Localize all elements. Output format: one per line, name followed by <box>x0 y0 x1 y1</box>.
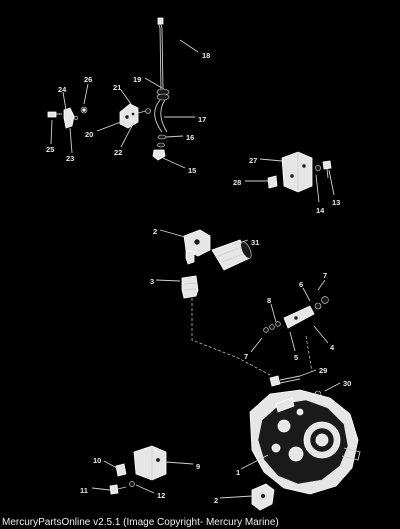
callout-label-c16: 16 <box>186 133 194 142</box>
footer-copyright: MercuryPartsOnline v2.5.1 (Image Copyrig… <box>2 517 279 528</box>
leader-line-c18 <box>179 39 199 53</box>
callout-label-c28: 28 <box>233 178 241 187</box>
elbow-valve-assembly <box>181 229 252 299</box>
bottom-elbow-fitting <box>251 483 275 511</box>
leader-line-c3 <box>155 279 181 282</box>
leader-line-c25 <box>50 119 53 145</box>
callout-label-c12: 12 <box>157 491 165 500</box>
leader-line-c16 <box>165 135 184 138</box>
leader-line-c20 <box>96 121 122 132</box>
callout-label-c25: 25 <box>46 145 54 154</box>
callout-label-c6: 6 <box>299 280 303 289</box>
callout-label-c2a: 2 <box>153 227 157 236</box>
callout-label-c31: 31 <box>251 238 259 247</box>
callout-label-c26: 26 <box>84 75 92 84</box>
leader-line-c2a <box>159 229 186 238</box>
leader-line-c10 <box>103 460 118 469</box>
leader-line-c14 <box>315 174 320 203</box>
callout-label-c29: 29 <box>319 366 327 375</box>
leader-line-c19 <box>144 77 163 89</box>
callout-label-c15: 15 <box>188 166 196 175</box>
leader-line-c27 <box>259 158 283 162</box>
callout-label-c21: 21 <box>113 83 121 92</box>
bottom-bracket-assembly <box>109 445 167 495</box>
callout-label-c27: 27 <box>249 156 257 165</box>
callout-label-c24: 24 <box>58 85 67 94</box>
leader-line-c5 <box>289 331 296 352</box>
callout-label-c19: 19 <box>133 75 141 84</box>
callout-label-c9: 9 <box>196 462 200 471</box>
callout-label-c11: 11 <box>80 486 88 495</box>
callout-label-c1: 1 <box>236 468 240 477</box>
leader-line-c24 <box>62 91 67 111</box>
callout-label-c5: 5 <box>294 353 298 362</box>
leader-line-c22 <box>120 121 135 148</box>
leader-line-c4 <box>313 325 329 344</box>
callout-label-c30: 30 <box>343 379 351 388</box>
callout-label-c10: 10 <box>93 456 101 465</box>
callout-label-c22: 22 <box>114 148 122 157</box>
leader-line-c11 <box>91 487 111 491</box>
callout-label-c23: 23 <box>66 154 74 163</box>
leader-line-c13 <box>328 169 335 196</box>
callout-label-c2b: 2 <box>214 496 218 505</box>
leader-line-c2b <box>219 495 253 499</box>
leader-line-c31 <box>231 239 249 246</box>
leader-line-c7b <box>250 337 263 353</box>
leader-line-c1 <box>240 454 269 470</box>
leader-line-c23 <box>69 127 73 154</box>
callout-label-c13: 13 <box>332 198 340 207</box>
leader-line-c26 <box>83 83 89 105</box>
leader-line-c12 <box>135 484 155 494</box>
bracket-assembly <box>47 103 151 129</box>
callout-label-c8: 8 <box>267 296 271 305</box>
callout-label-c7a: 7 <box>323 271 327 280</box>
callout-label-c4: 4 <box>330 343 335 352</box>
leader-line-c7a <box>317 279 326 291</box>
main-housing <box>249 389 361 495</box>
right-bracket-assembly <box>267 151 332 193</box>
leader-line-c15 <box>162 157 186 169</box>
callout-label-c14: 14 <box>316 206 325 215</box>
leader-line-c29 <box>299 369 317 377</box>
tube-assembly <box>152 17 170 161</box>
callout-label-c3: 3 <box>150 277 154 286</box>
leader-line-c30 <box>324 382 341 392</box>
leader-line-c6 <box>302 287 311 302</box>
callout-label-c7b: 7 <box>244 352 248 361</box>
leader-line-c21 <box>120 89 132 105</box>
callout-label-c17: 17 <box>198 115 206 124</box>
leader-line-c8 <box>270 303 277 323</box>
shift-linkage-hardware <box>263 296 329 333</box>
leader-line-c9 <box>165 461 194 465</box>
callout-label-c18: 18 <box>202 51 210 60</box>
callout-label-c20: 20 <box>85 130 93 139</box>
